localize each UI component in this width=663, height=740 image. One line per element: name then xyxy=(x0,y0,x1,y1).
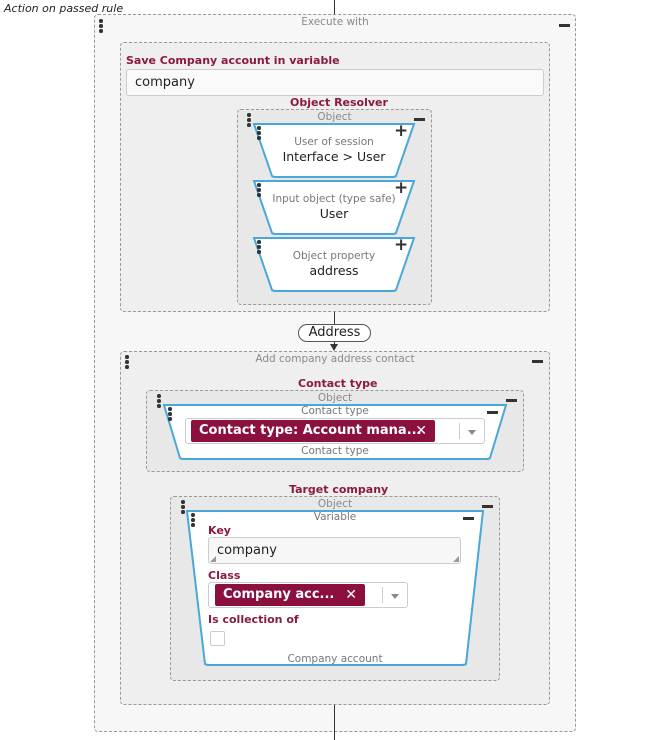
resolver-step[interactable]: + User of session Interface > User xyxy=(252,122,416,179)
drag-handle-icon[interactable] xyxy=(191,513,196,527)
close-icon[interactable]: ✕ xyxy=(345,587,357,603)
select-divider xyxy=(382,587,383,603)
minus-icon[interactable] xyxy=(482,505,493,508)
contact-type-object-label: Object xyxy=(317,392,353,404)
minus-icon[interactable] xyxy=(414,118,425,121)
drag-handle-icon[interactable] xyxy=(257,126,262,140)
minus-icon[interactable] xyxy=(487,411,498,414)
resolver-step[interactable]: + Object property address xyxy=(252,236,416,293)
contact-type-title: Contact type xyxy=(298,377,378,390)
drag-handle-icon[interactable] xyxy=(257,240,262,254)
target-company-object-label: Object xyxy=(317,498,353,510)
resize-handle-icon[interactable] xyxy=(210,556,216,562)
drag-handle-icon[interactable] xyxy=(181,500,186,514)
trapezoid-shape xyxy=(252,123,416,178)
plus-icon[interactable]: + xyxy=(394,178,409,198)
minus-icon[interactable] xyxy=(559,24,570,27)
variable-name-input[interactable]: company xyxy=(126,69,544,96)
plus-icon[interactable]: + xyxy=(394,235,409,255)
contact-type-footer: Contact type xyxy=(301,445,369,457)
drag-handle-icon[interactable] xyxy=(257,183,262,197)
add-contact-label: Add company address contact xyxy=(255,353,415,365)
trapezoid-shape xyxy=(252,237,416,292)
class-chip[interactable]: Company acc... ✕ xyxy=(215,584,365,606)
close-icon[interactable]: ✕ xyxy=(415,423,427,439)
contact-type-select[interactable]: Contact type: Account mana... ✕ xyxy=(185,418,485,444)
save-variable-title: Save Company account in variable xyxy=(126,54,340,67)
target-company-title: Target company xyxy=(289,483,389,496)
step-type: Object property xyxy=(292,250,376,262)
connector-line xyxy=(334,705,335,740)
drag-handle-icon[interactable] xyxy=(247,113,252,127)
minus-icon[interactable] xyxy=(506,399,517,402)
drag-handle-icon[interactable] xyxy=(168,407,173,421)
chevron-down-icon[interactable] xyxy=(468,430,476,435)
object-resolver-label: Object xyxy=(317,111,352,123)
variable-footer: Company account xyxy=(287,653,383,665)
step-type: User of session xyxy=(294,136,374,148)
chip-label: Company acc... xyxy=(223,587,335,602)
object-resolver-title: Object Resolver xyxy=(290,96,388,109)
class-label: Class xyxy=(208,569,241,582)
step-type: Input object (type safe) xyxy=(272,193,396,205)
contact-type-chip[interactable]: Contact type: Account mana... ✕ xyxy=(191,420,435,442)
chip-label: Contact type: Account mana... xyxy=(199,423,422,438)
collection-label: Is collection of xyxy=(208,613,299,626)
address-pill[interactable]: Address xyxy=(298,324,371,342)
drag-handle-icon[interactable] xyxy=(99,19,104,33)
connector-line xyxy=(334,312,335,324)
key-input[interactable]: company xyxy=(208,537,461,564)
variable-label: Variable xyxy=(313,511,357,523)
minus-icon[interactable] xyxy=(463,517,474,520)
trapezoid-shape xyxy=(252,180,416,235)
rule-title: Action on passed rule xyxy=(4,2,124,15)
execute-with-label: Execute with xyxy=(301,16,369,28)
step-value: Interface > User xyxy=(282,149,386,164)
drag-handle-icon[interactable] xyxy=(125,355,130,369)
step-value: address xyxy=(309,263,359,278)
arrow-down-icon xyxy=(330,344,338,351)
contact-type-inner-label: Contact type xyxy=(301,405,369,417)
drag-handle-icon[interactable] xyxy=(157,394,162,408)
resize-handle-icon[interactable] xyxy=(453,556,459,562)
step-value: User xyxy=(319,206,349,221)
select-divider xyxy=(459,423,460,439)
chevron-down-icon[interactable] xyxy=(391,594,399,599)
class-select[interactable]: Company acc... ✕ xyxy=(208,582,408,608)
key-label: Key xyxy=(208,524,231,537)
plus-icon[interactable]: + xyxy=(394,121,409,141)
resolver-step[interactable]: + Input object (type safe) User xyxy=(252,179,416,236)
is-collection-checkbox[interactable] xyxy=(210,631,225,646)
minus-icon[interactable] xyxy=(532,360,543,363)
